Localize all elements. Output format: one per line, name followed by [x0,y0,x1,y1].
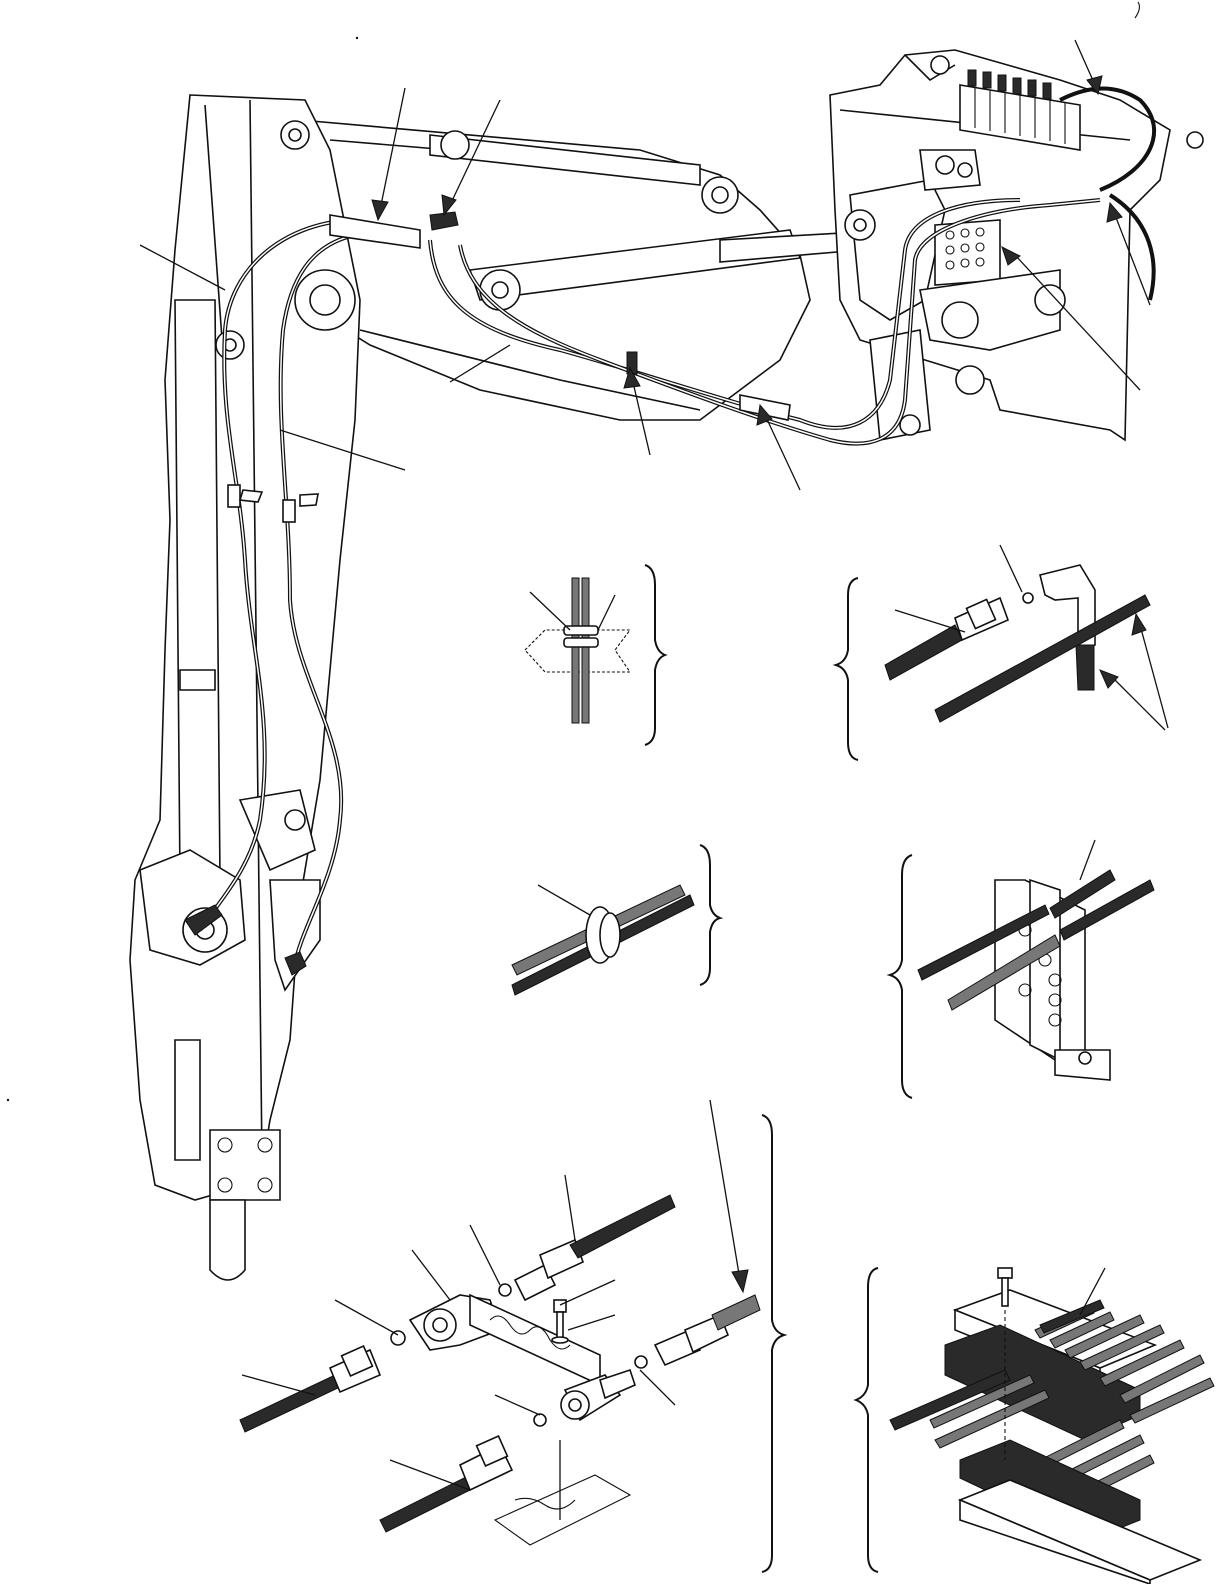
speck [6,1098,10,1102]
swing-frame [829,49,1204,442]
boom [299,119,861,421]
detail-elbow-fitting [832,544,1169,761]
corner-mark [1134,1,1141,19]
detail-pipe-bracket [886,839,1155,1099]
leader-lines-main [139,39,1151,491]
detail-tee-junction [239,1099,788,1573]
main-assembly [129,49,1204,1281]
detail-grommet [524,564,668,746]
detail-hose-clamp [511,844,724,996]
hose-runs [184,86,1157,976]
detail-clamp-plate [853,1267,1215,1584]
speck [355,36,359,40]
